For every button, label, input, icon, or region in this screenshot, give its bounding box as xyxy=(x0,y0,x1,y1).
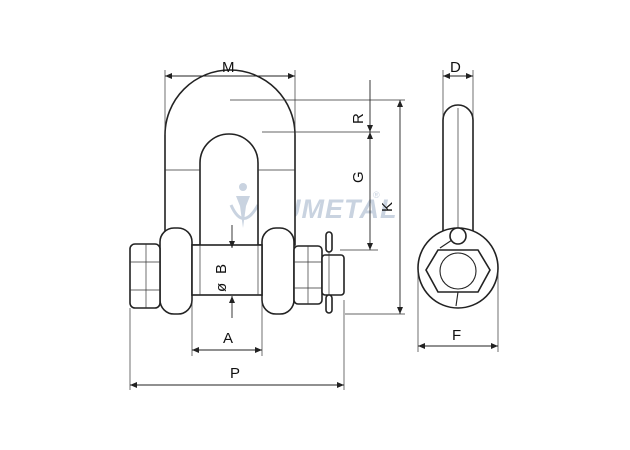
label-p: P xyxy=(230,365,240,382)
dimension-lines xyxy=(129,70,499,390)
brand-watermark: YUMETAL ® xyxy=(229,183,397,228)
label-r: R xyxy=(350,113,367,124)
label-b: B xyxy=(213,264,230,274)
label-diameter-symbol: ø xyxy=(213,283,230,292)
dimension-labels: M R G K ø B A P D F xyxy=(213,59,461,382)
shackle-side-view xyxy=(417,104,499,309)
label-f: F xyxy=(452,327,461,344)
label-a: A xyxy=(223,330,233,347)
registered-mark: ® xyxy=(373,190,380,200)
label-m: M xyxy=(222,59,235,76)
label-k: K xyxy=(379,202,396,212)
label-d: D xyxy=(450,59,461,76)
label-g: G xyxy=(350,171,367,183)
logo-mark-icon xyxy=(229,183,260,228)
shackle-body xyxy=(129,69,345,315)
